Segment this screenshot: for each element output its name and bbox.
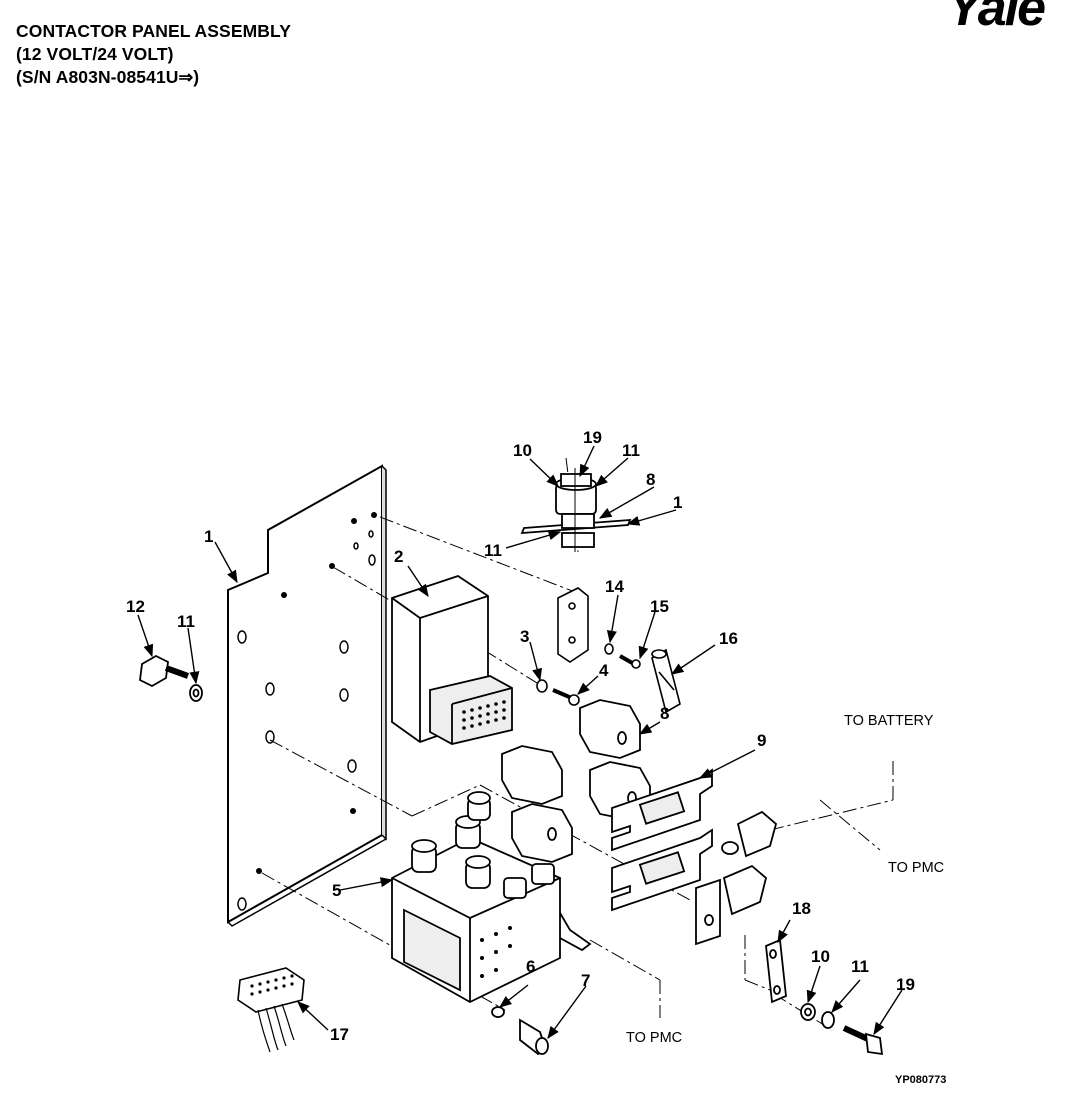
callout-11-left: 11 bbox=[177, 612, 195, 631]
routing-notes: TO BATTERY TO PMC TO PMC bbox=[626, 713, 944, 1046]
callout-12: 12 bbox=[126, 597, 145, 616]
voltage-label: (12 VOLT/24 VOLT) bbox=[16, 44, 174, 64]
callout-10-detail: 10 bbox=[513, 441, 532, 460]
callout-3: 3 bbox=[520, 627, 529, 646]
harness-connector bbox=[237, 967, 305, 1053]
callout-10: 10 bbox=[811, 947, 830, 966]
note-to-pmc-bottom: TO PMC bbox=[626, 1030, 682, 1046]
panel-holes bbox=[237, 530, 376, 911]
brand-logo: Yale bbox=[946, 0, 1046, 37]
callout-1-detail: 1 bbox=[673, 493, 682, 512]
link-hardware bbox=[765, 938, 884, 1056]
title-block: CONTACTOR PANEL ASSEMBLY (12 VOLT/24 VOL… bbox=[16, 20, 291, 89]
callout-11-detail-top: 11 bbox=[622, 441, 640, 460]
callout-5: 5 bbox=[332, 881, 341, 900]
callout-1-panel: 1 bbox=[204, 527, 213, 546]
callout-15: 15 bbox=[650, 597, 669, 616]
fuses bbox=[611, 768, 713, 912]
bolt-and-washer-left bbox=[139, 654, 203, 702]
leader-lines bbox=[137, 445, 903, 1040]
note-to-pmc-right: TO PMC bbox=[888, 860, 944, 876]
callout-4: 4 bbox=[599, 661, 609, 680]
callout-numbers: 1 2 3 4 5 6 7 8 9 18 10 11 19 12 11 14 1… bbox=[126, 428, 915, 1044]
callout-2: 2 bbox=[394, 547, 403, 566]
callout-19-detail: 19 bbox=[583, 428, 602, 447]
callout-18: 18 bbox=[792, 899, 811, 918]
controller-module bbox=[391, 575, 513, 745]
callout-8-detail: 8 bbox=[646, 470, 655, 489]
callout-8: 8 bbox=[660, 704, 669, 723]
fuse-clip bbox=[557, 587, 589, 663]
callout-9: 9 bbox=[757, 731, 766, 750]
serial-label: (S/N A803N-08541U⇒) bbox=[16, 67, 200, 87]
callout-11: 11 bbox=[851, 957, 869, 976]
contactor bbox=[391, 791, 561, 1004]
callout-11-detail-bottom: 11 bbox=[484, 541, 502, 560]
contactor-panel bbox=[227, 464, 387, 927]
note-to-battery: TO BATTERY bbox=[844, 713, 934, 729]
title: CONTACTOR PANEL ASSEMBLY bbox=[16, 21, 291, 41]
callout-14: 14 bbox=[605, 577, 624, 596]
callout-19: 19 bbox=[896, 975, 915, 994]
hardware-bottom bbox=[491, 1006, 549, 1056]
fuse-holder-detail bbox=[520, 468, 632, 552]
callout-6: 6 bbox=[526, 957, 535, 976]
small-hardware bbox=[536, 643, 681, 714]
figure-id: YP080773 bbox=[895, 1074, 947, 1086]
callout-7: 7 bbox=[581, 971, 590, 990]
callout-16: 16 bbox=[719, 629, 738, 648]
callout-17: 17 bbox=[330, 1025, 349, 1044]
